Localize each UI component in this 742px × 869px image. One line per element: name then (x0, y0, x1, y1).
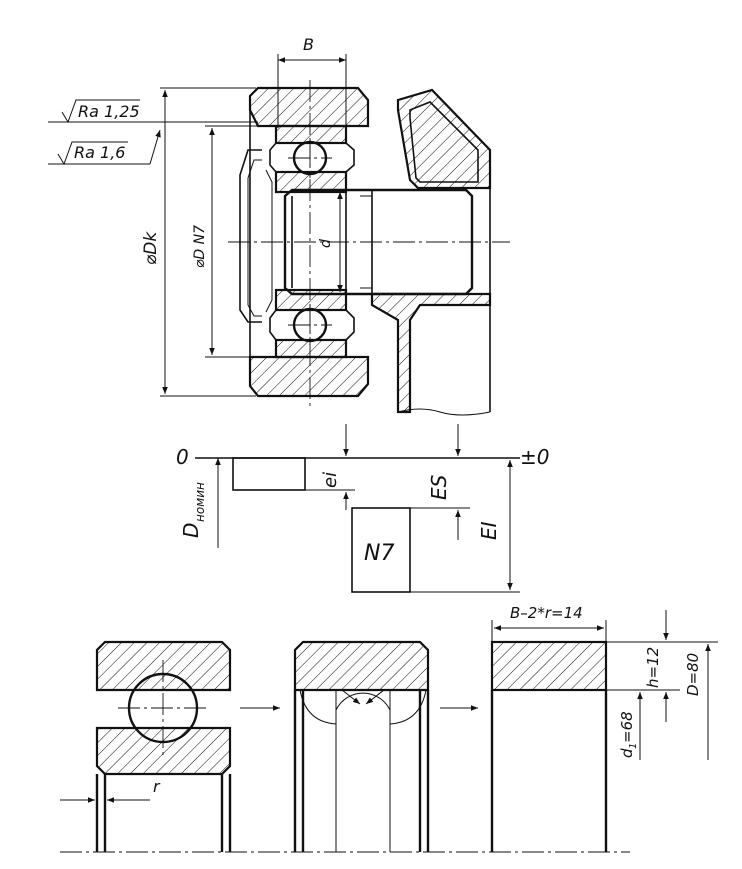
frame-lower (370, 292, 492, 414)
bearing-simplification-views (60, 610, 718, 853)
EI-label: EI (477, 521, 501, 540)
frame-upper (396, 88, 492, 190)
view1-inner-ring (95, 726, 232, 776)
view1-outer-ring (95, 640, 232, 692)
nominal-label: D (179, 523, 203, 538)
housing-cover-top (248, 86, 370, 128)
shaft-field-box (232, 457, 306, 491)
assembly-section-view (48, 54, 510, 416)
inner-d-value: =68 (618, 711, 636, 743)
dim-width-label: B (303, 35, 314, 54)
dim-housing-label: ⌀Dk (141, 231, 161, 265)
width-eq-label: B–2*r=14 (510, 604, 583, 622)
shaft (283, 188, 474, 296)
ei-label: ei (320, 472, 341, 488)
tolerance-field-scheme (195, 424, 520, 593)
inner-d-label: d (618, 748, 636, 758)
zero-left-label: 0 (176, 445, 189, 469)
dim-bore-label: d (318, 239, 334, 248)
radius-label: r (153, 777, 161, 796)
es-label: ES (427, 474, 451, 500)
view3-ring (490, 640, 608, 692)
dim-outer-label: ⌀D N7 (192, 225, 208, 268)
outer-ring-bottom (274, 338, 348, 359)
cover-inner-contour (239, 149, 262, 323)
roughness-sign-1 (61, 99, 140, 124)
outer-d-label: D=80 (684, 653, 702, 696)
inner-d-sub: 1 (628, 743, 639, 749)
zero-right-label: ±0 (520, 445, 549, 469)
housing-cover-bottom (248, 355, 370, 398)
roughness-label-1: Ra 1,25 (78, 102, 140, 121)
n7-field-label: N7 (364, 541, 394, 566)
outer-ring-top (274, 124, 348, 145)
roughness-label-2: Ra 1,6 (74, 143, 125, 162)
view2-ring (293, 640, 430, 692)
n7-field-box (351, 507, 411, 593)
inner-ring-top (274, 170, 348, 194)
roughness-sign-2 (57, 141, 128, 166)
nominal-sub-label: номин (193, 482, 207, 522)
height-label: h=12 (644, 647, 662, 688)
